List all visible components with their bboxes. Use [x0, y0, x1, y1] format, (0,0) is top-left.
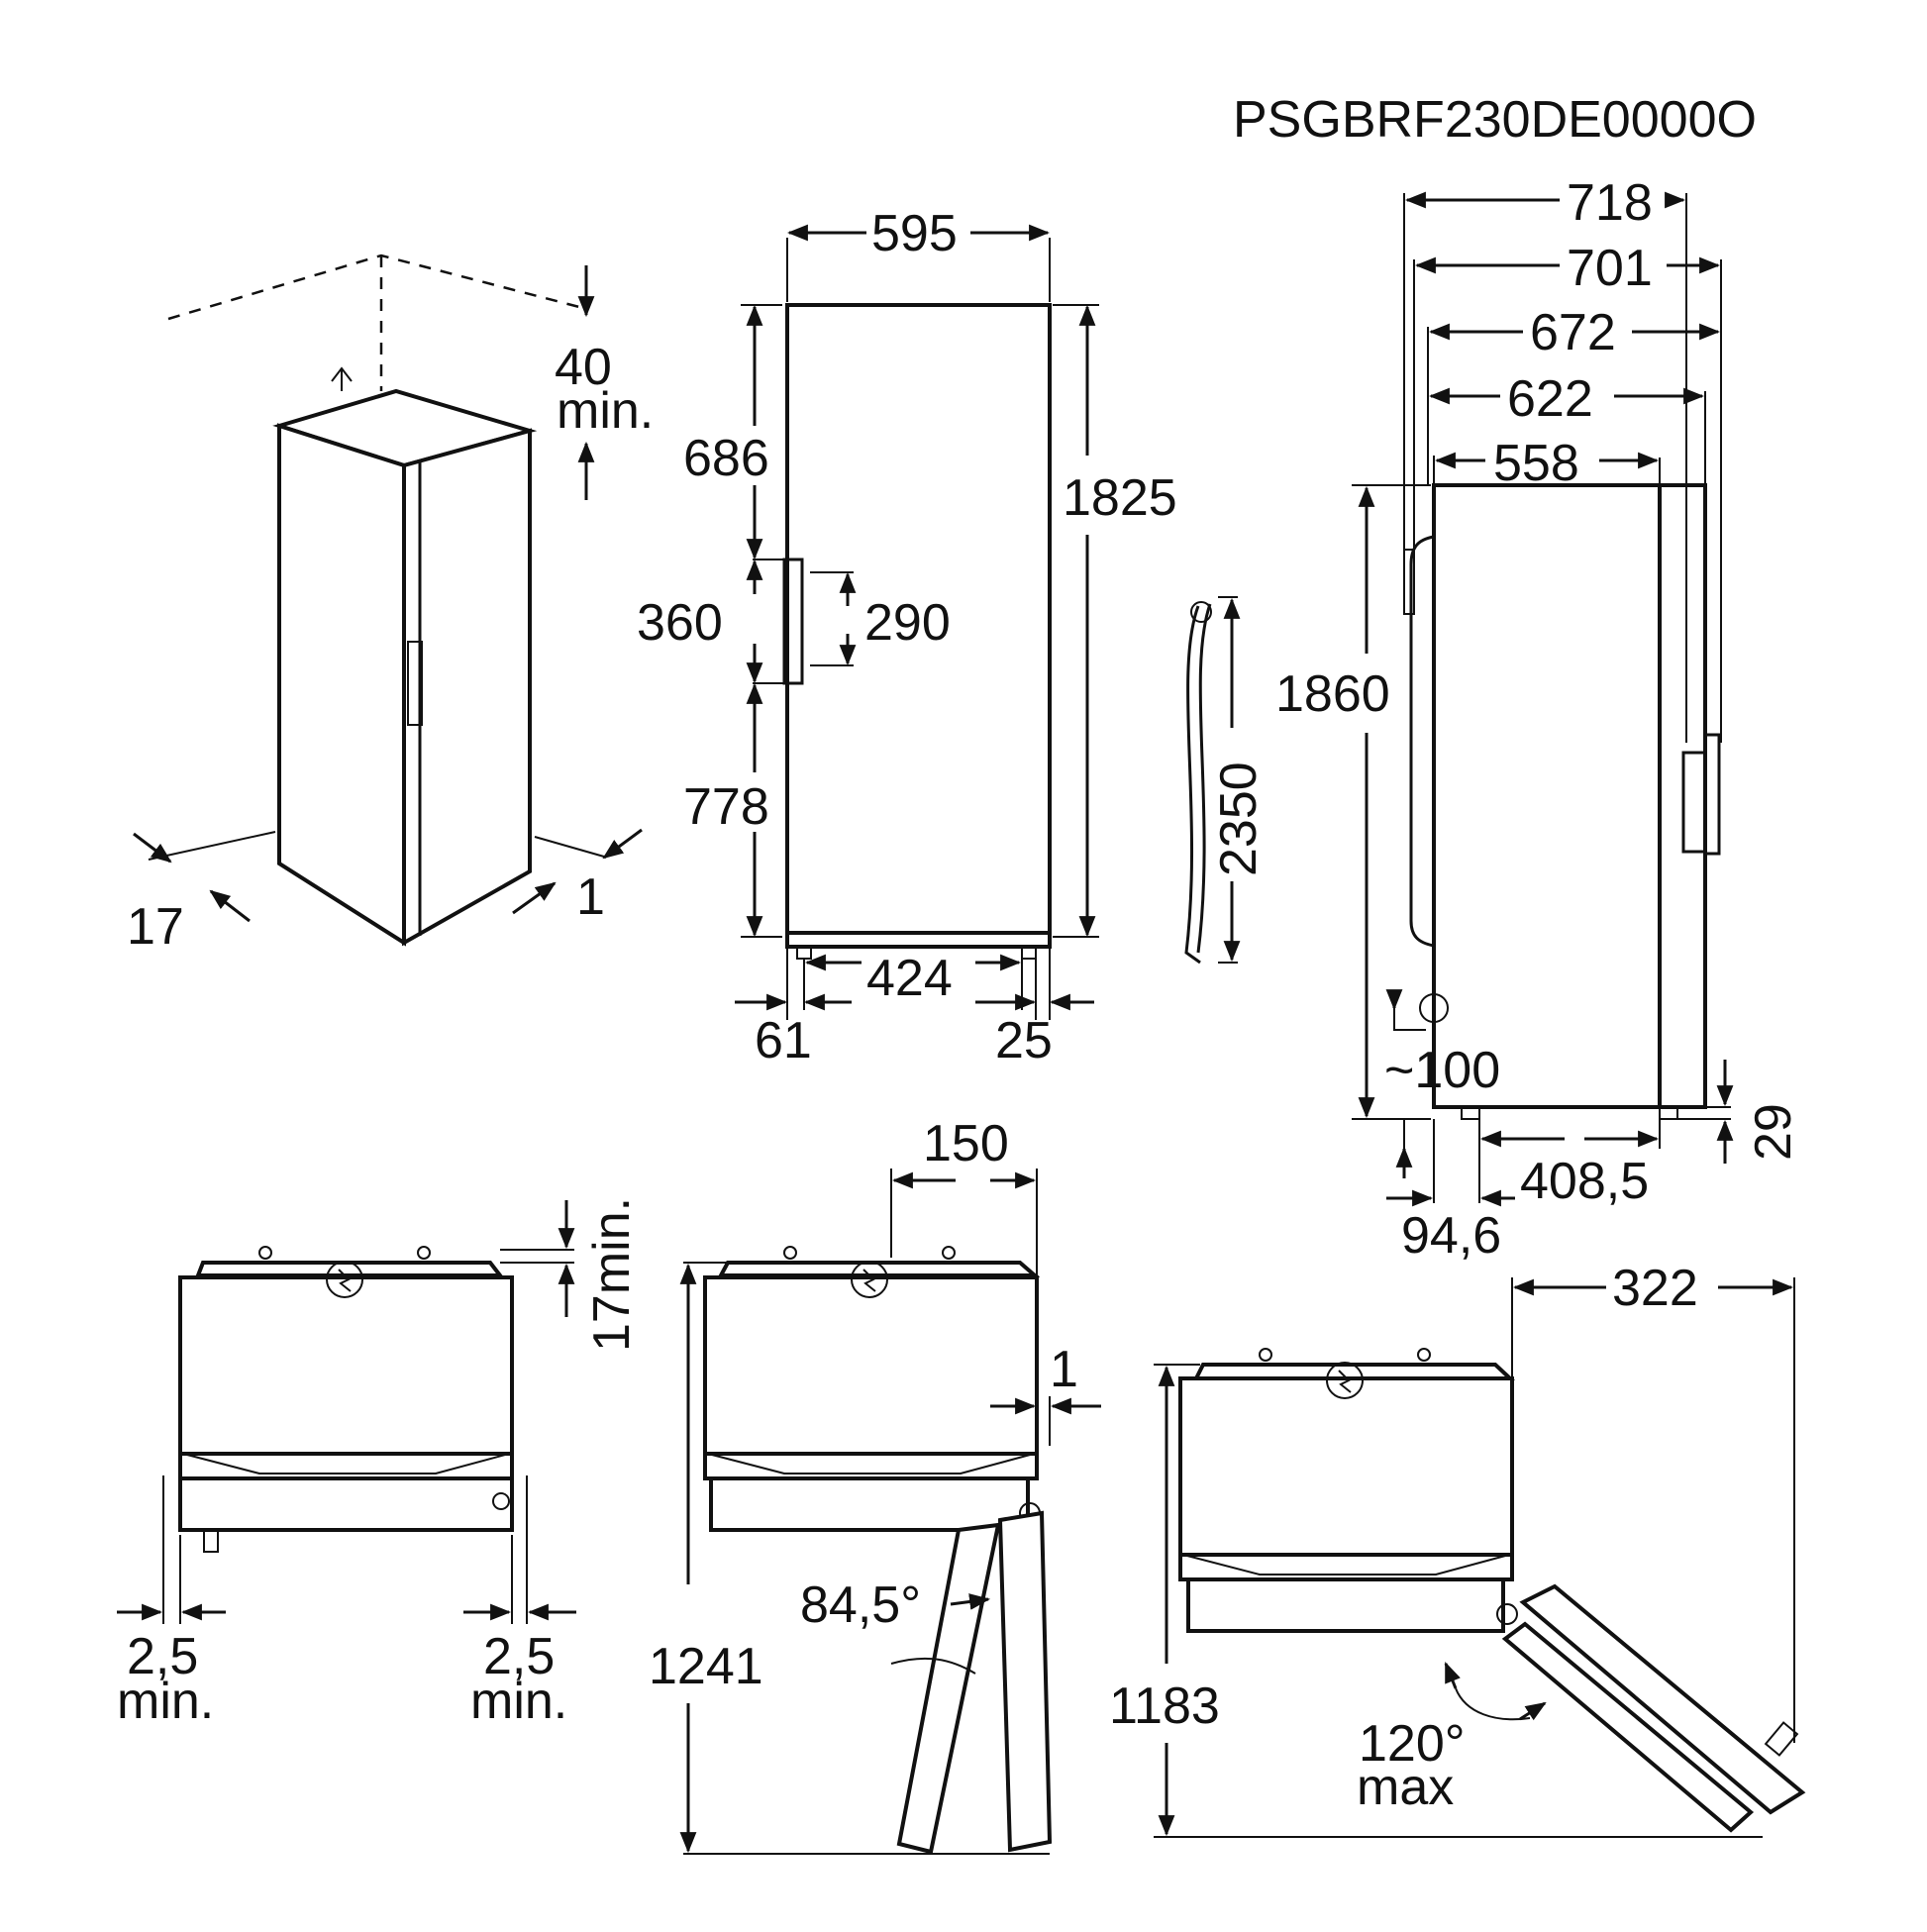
front-view: 595 1825 686 360 290 778 424 61 25: [637, 205, 1177, 1069]
power-cable: 2350: [1184, 596, 1268, 965]
plan-side-right-unit: min.: [470, 1673, 567, 1730]
plug-icon: [1419, 993, 1449, 1023]
perspective-view: 40 min. 17 1: [127, 254, 654, 956]
door85-offset-label: 150: [923, 1115, 1009, 1172]
top-clearance-label: 40: [555, 339, 612, 396]
front-upper-label: 686: [683, 430, 769, 487]
side-height-label: 1860: [1275, 665, 1390, 723]
front-foot-right-label: 25: [995, 1012, 1053, 1069]
plug-icon: [326, 1261, 363, 1298]
door120-offset-label: 322: [1612, 1260, 1698, 1317]
cable-length-label: 2350: [1210, 762, 1268, 876]
side-feet-depth-label: 408,5: [1520, 1153, 1649, 1210]
door85-gap-label: 1: [1050, 1341, 1078, 1398]
front-handle-zone-label: 360: [637, 594, 723, 652]
side-gap-right-label: 1: [576, 868, 605, 926]
side-plug-label: ~100: [1384, 1042, 1500, 1099]
plug-icon: [1190, 601, 1212, 623]
side-d701-label: 701: [1567, 240, 1653, 297]
plan-view-door-85: 84,5° 150 1 1241: [649, 1115, 1101, 1855]
door120-depth-label: 1183: [1109, 1678, 1220, 1735]
plan-side-left-label: 2,5: [127, 1628, 198, 1685]
side-foot-height-label: 29: [1745, 1103, 1802, 1161]
model-code: PSGBRF230DE0000O: [1233, 91, 1757, 149]
side-d718-label: 718: [1567, 174, 1653, 232]
side-gap-left-label: 17: [127, 898, 184, 956]
door120-angle-label: 120°: [1359, 1715, 1466, 1773]
plan-side-left-unit: min.: [117, 1673, 214, 1730]
front-handle-label: 290: [864, 594, 951, 652]
plan-side-right-label: 2,5: [483, 1628, 555, 1685]
side-view: 718 701 672 622 558 1860 ~100 29 408,5: [1275, 174, 1802, 1265]
plan-view-closed: 17min. 2,5 min. 2,5 min.: [117, 1197, 641, 1730]
side-d622-label: 622: [1507, 370, 1593, 428]
front-height-label: 1825: [1063, 469, 1177, 527]
side-d558-label: 558: [1493, 435, 1579, 492]
side-d672-label: 672: [1530, 304, 1616, 361]
side-foot-offset-label: 94,6: [1401, 1207, 1501, 1265]
front-width-label: 595: [871, 205, 958, 262]
front-feet-span-label: 424: [866, 950, 953, 1007]
plug-icon: [1326, 1362, 1364, 1399]
front-foot-left-label: 61: [755, 1012, 812, 1069]
plan-rear-clearance-label: 17min.: [583, 1197, 641, 1352]
door120-angle-unit: max: [1357, 1759, 1454, 1816]
front-lower-label: 778: [683, 778, 769, 836]
plan-view-door-120: 120° max 322 1183: [1109, 1260, 1806, 1838]
door85-depth-label: 1241: [649, 1638, 763, 1695]
top-clearance-unit: min.: [557, 382, 654, 440]
plug-icon: [851, 1261, 888, 1298]
door85-angle-label: 84,5°: [800, 1576, 921, 1634]
